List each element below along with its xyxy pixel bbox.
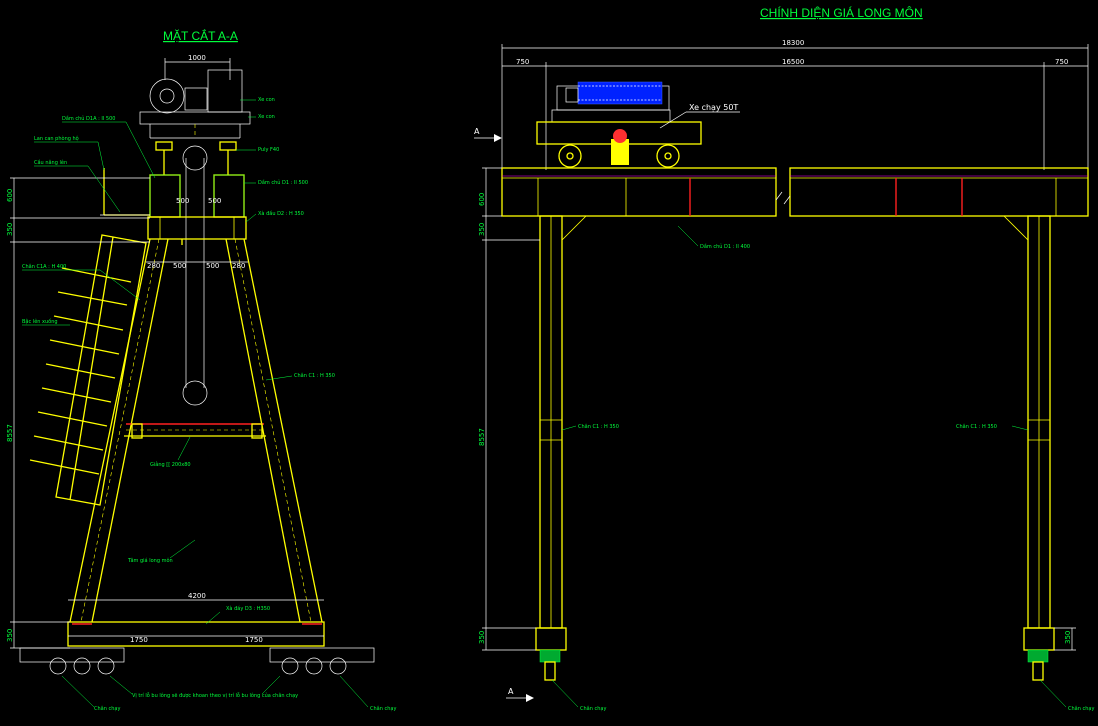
section-marks: A A <box>474 127 534 702</box>
svg-text:Xà đầu D2 : H 350: Xà đầu D2 : H 350 <box>258 209 304 217</box>
elevation-girder <box>501 167 1089 217</box>
svg-text:8557: 8557 <box>6 424 14 442</box>
svg-text:16500: 16500 <box>782 58 804 66</box>
elevation-labels: Dầm chủ D1 : II 400 Chân C1 : H 350 Chân… <box>551 225 1094 712</box>
svg-text:Chân C1 : H 350: Chân C1 : H 350 <box>294 372 335 379</box>
svg-text:1750: 1750 <box>130 636 148 644</box>
section-view: 1000 <box>6 54 396 712</box>
svg-text:500: 500 <box>173 262 186 270</box>
svg-text:Xe con: Xe con <box>258 114 275 120</box>
svg-text:A: A <box>508 687 514 696</box>
svg-text:A: A <box>474 127 480 136</box>
section-handrail <box>100 168 150 216</box>
svg-text:Chân chạy: Chân chạy <box>94 705 120 712</box>
svg-text:1000: 1000 <box>188 54 206 62</box>
svg-text:Puly F40: Puly F40 <box>258 147 279 153</box>
svg-text:600: 600 <box>6 189 14 202</box>
elevation-title: CHÍNH DIỆN GIÁ LONG MÔN <box>760 5 923 20</box>
svg-text:Chân C1 : H 350: Chân C1 : H 350 <box>956 423 997 430</box>
section-legs: 280 500 500 280 <box>69 238 323 623</box>
section-pulleys <box>155 141 237 406</box>
section-wheels <box>19 647 375 675</box>
svg-text:Lan can phòng hộ: Lan can phòng hộ <box>34 135 79 142</box>
svg-text:280: 280 <box>147 262 160 270</box>
svg-text:350: 350 <box>6 223 14 236</box>
svg-text:Xe chạy 50T: Xe chạy 50T <box>689 103 738 113</box>
svg-text:18300: 18300 <box>782 39 804 47</box>
section-base: 4200 1750 1750 <box>67 592 325 647</box>
svg-text:750: 750 <box>1055 58 1068 66</box>
svg-text:500: 500 <box>176 197 189 205</box>
svg-text:Tâm giá long môn: Tâm giá long môn <box>127 557 173 564</box>
svg-text:350: 350 <box>1064 631 1072 644</box>
section-labels: Xe con Xe con Dầm chủ D1A : II 500 Lan c… <box>22 97 396 712</box>
elevation-trolley: Xe chạy 50T <box>536 81 740 168</box>
svg-text:Giằng [[ 200x80: Giằng [[ 200x80 <box>150 461 191 468</box>
svg-text:350: 350 <box>6 629 14 642</box>
svg-text:500: 500 <box>206 262 219 270</box>
svg-text:Dầm chủ D1A : II 500: Dầm chủ D1A : II 500 <box>62 114 115 122</box>
svg-text:4200: 4200 <box>188 592 206 600</box>
svg-text:350: 350 <box>478 223 486 236</box>
svg-text:Cầu nâng lên: Cầu nâng lên <box>34 158 67 166</box>
svg-text:Xe con: Xe con <box>258 97 275 103</box>
elevation-right-column <box>1003 215 1055 681</box>
svg-text:600: 600 <box>478 193 486 206</box>
svg-text:Chân C1 : H 350: Chân C1 : H 350 <box>578 423 619 430</box>
elevation-top-dims: 18300 750 16500 750 <box>501 39 1089 170</box>
svg-text:500: 500 <box>208 197 221 205</box>
svg-text:Dầm chủ D1 : II 500: Dầm chủ D1 : II 500 <box>258 178 308 186</box>
section-vertical-dims: 600 350 8557 350 <box>6 177 150 649</box>
section-bracing <box>124 423 266 439</box>
elevation-view: 18300 750 16500 750 Xe chạy 50T <box>474 39 1094 712</box>
elevation-left-column <box>535 215 587 681</box>
svg-text:Xà đáy D3 : H350: Xà đáy D3 : H350 <box>226 605 270 612</box>
section-title: MẶT CẮT A-A <box>163 28 238 43</box>
svg-text:280: 280 <box>232 262 245 270</box>
dim-top-1000: 1000 <box>164 54 231 80</box>
svg-text:Bậc lên xuống: Bậc lên xuống <box>22 318 58 325</box>
svg-text:Chân chạy: Chân chạy <box>1068 705 1094 712</box>
section-trolley <box>139 69 251 139</box>
svg-text:750: 750 <box>516 58 529 66</box>
section-ladder <box>29 234 147 506</box>
elevation-vertical-dims: 600 350 8557 350 350 <box>478 167 1076 651</box>
svg-text:Dầm chủ D1 : II 400: Dầm chủ D1 : II 400 <box>700 242 750 250</box>
svg-text:Vị trí lỗ bu lông sẽ được khoa: Vị trí lỗ bu lông sẽ được khoan theo vị … <box>132 692 298 699</box>
svg-text:8557: 8557 <box>478 428 486 446</box>
svg-text:Chân chạy: Chân chạy <box>580 705 606 712</box>
svg-text:350: 350 <box>478 631 486 644</box>
svg-text:Chân chạy: Chân chạy <box>370 705 396 712</box>
section-girders: 500 500 <box>147 174 247 240</box>
svg-text:1750: 1750 <box>245 636 263 644</box>
svg-text:Chân C1A : H 400: Chân C1A : H 400 <box>22 263 66 270</box>
